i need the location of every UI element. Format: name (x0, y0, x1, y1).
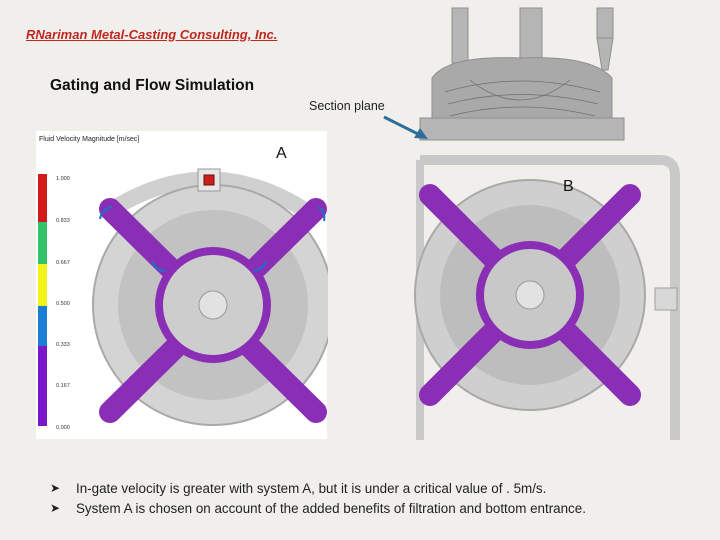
simulation-panel: Fluid Velocity Magnitude [m/sec] 1.000 0… (36, 131, 328, 439)
legend-tick-6: 0.000 (56, 425, 70, 431)
label-system-b: B (563, 178, 574, 195)
bullet-list: ➤ In-gate velocity is greater with syste… (50, 478, 586, 518)
legend-tick-4: 0.333 (56, 342, 70, 348)
legend-color-0 (38, 174, 47, 222)
legend-tick-5: 0.167 (56, 383, 70, 389)
legend-tick-3: 0.500 (56, 301, 70, 307)
system-b-section-view (414, 155, 680, 440)
legend-title: Fluid Velocity Magnitude [m/sec] (39, 136, 140, 143)
bullet-item: ➤ System A is chosen on account of the a… (50, 498, 586, 518)
legend-tick-2: 0.667 (56, 260, 70, 266)
label-system-a: A (276, 145, 287, 162)
company-name: RNariman Metal-Casting Consulting, Inc. (26, 27, 278, 42)
bullet-item: ➤ In-gate velocity is greater with syste… (50, 478, 586, 498)
right-arrow-icon: ➤ (50, 481, 61, 495)
legend-color-1 (38, 222, 47, 264)
slide-title: Gating and Flow Simulation (50, 77, 255, 94)
legend-color-2 (38, 264, 47, 306)
right-arrow-icon: ➤ (50, 501, 61, 515)
legend-color-4 (38, 346, 47, 426)
bullet-text: In-gate velocity is greater with system … (76, 480, 547, 496)
legend-tick-1: 0.833 (56, 218, 70, 224)
velocity-color-legend (38, 174, 47, 426)
legend-color-3 (38, 306, 47, 346)
section-plane-label: Section plane (309, 99, 385, 113)
system-a-flow-simulation (92, 168, 328, 426)
legend-tick-0: 1.000 (56, 176, 70, 182)
bullet-text: System A is chosen on account of the add… (76, 500, 586, 516)
